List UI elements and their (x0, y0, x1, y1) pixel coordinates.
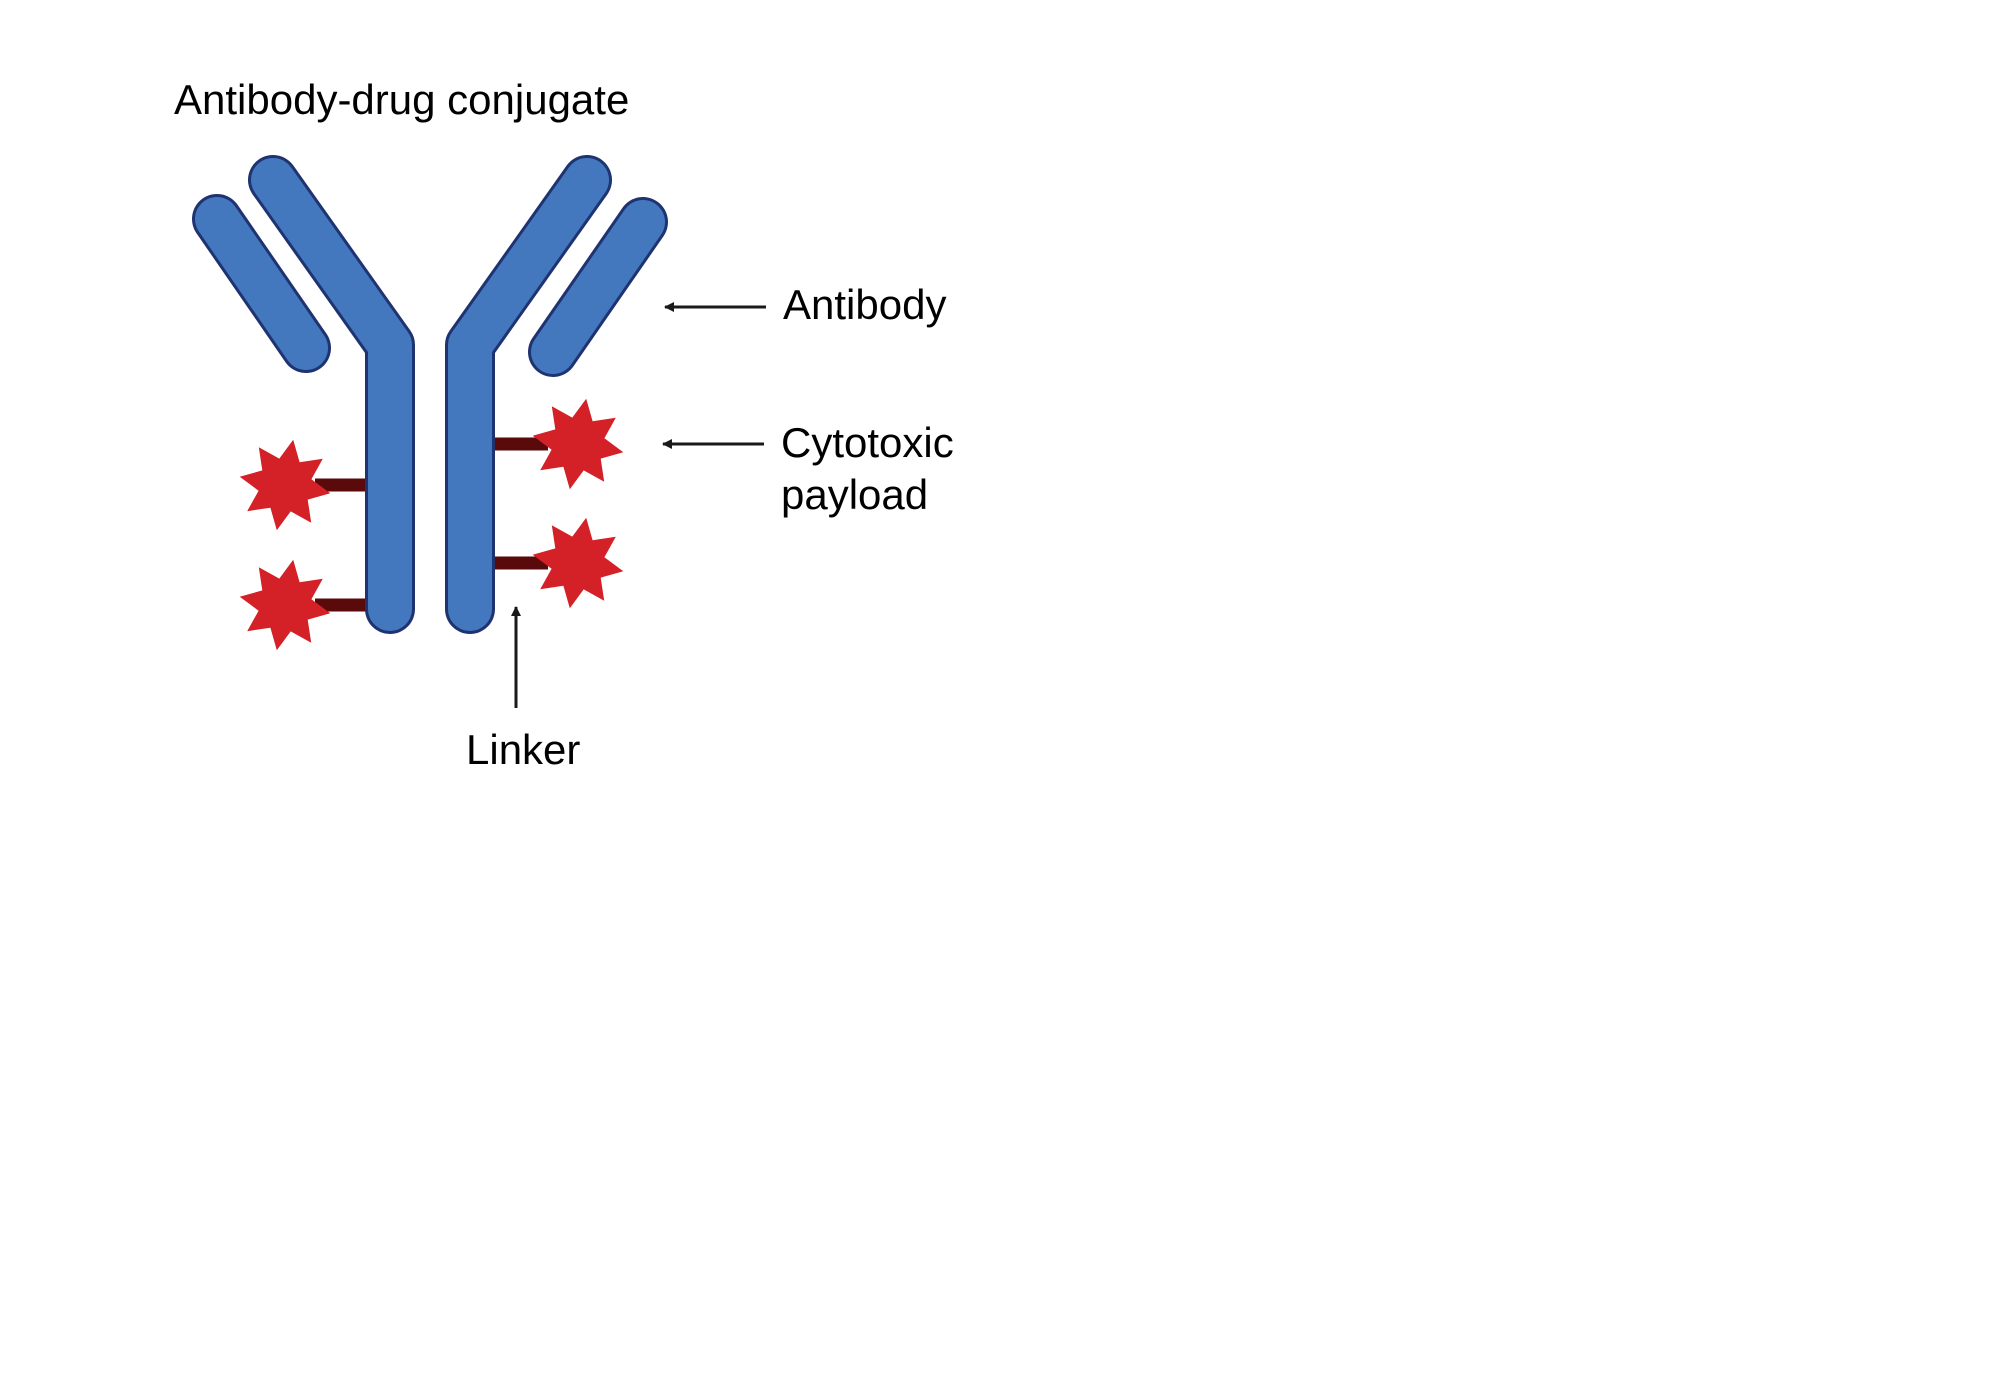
linker-label: Linker (466, 726, 581, 773)
cytotoxic-payload-label: Cytotoxic payload (781, 417, 954, 521)
payloads (239, 398, 624, 651)
pointer-arrows (511, 302, 766, 708)
cytotoxic-payload-label-line1: Cytotoxic (781, 419, 954, 466)
diagram-title: Antibody-drug conjugate (174, 76, 630, 123)
antibody-label: Antibody (783, 281, 947, 328)
linkers (315, 437, 548, 612)
cytotoxic-payload-label-line2: payload (781, 471, 929, 518)
right-outer-arm (531, 200, 665, 374)
left-outer-arm (195, 197, 328, 370)
payload-star-left-upper (239, 439, 331, 531)
payload-star-left-lower (239, 559, 331, 651)
right-heavy-chain (448, 158, 609, 631)
left-heavy-chain (251, 158, 412, 631)
payload-star-right-lower (532, 517, 624, 609)
payload-star-right-upper (532, 398, 624, 490)
antibody (192, 155, 668, 634)
